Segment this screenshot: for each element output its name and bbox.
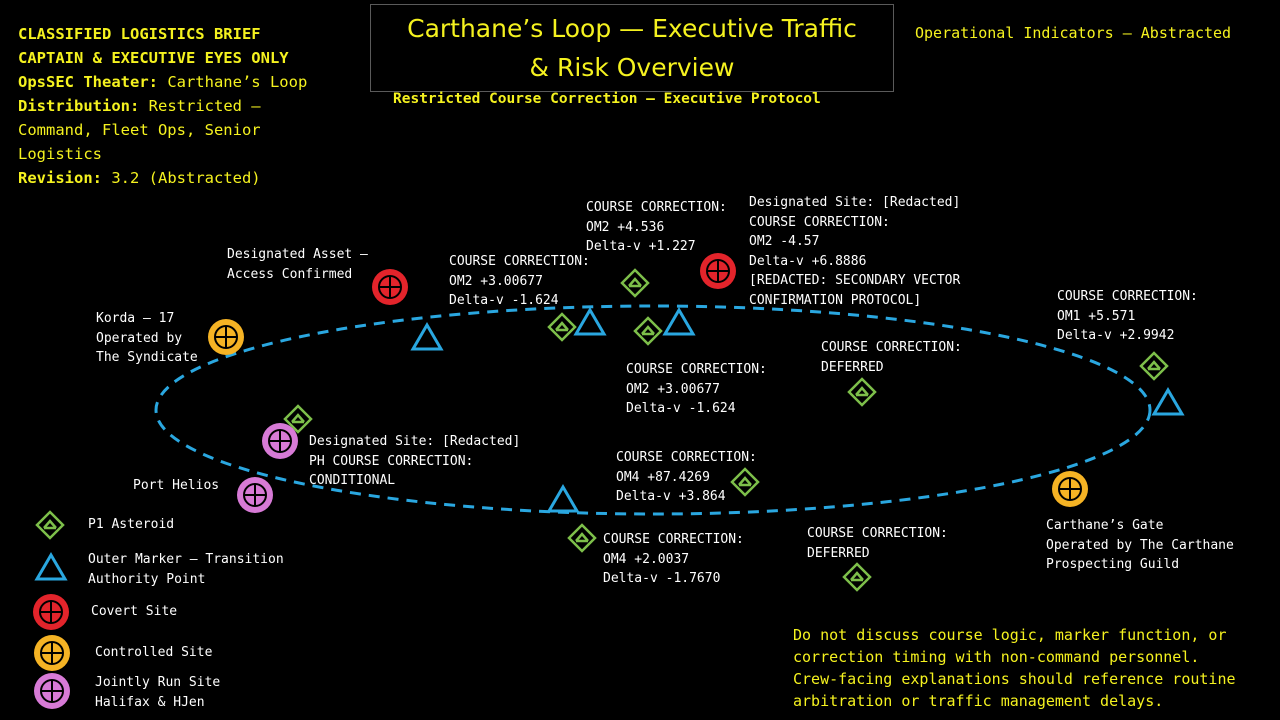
classification-header: CLASSIFIED LOGISTICS BRIEF CAPTAIN & EXE…	[18, 25, 308, 187]
indicators-label: Operational Indicators – Abstracted	[915, 24, 1232, 42]
outer-marker-icon[interactable]	[546, 484, 580, 513]
joint-site-icon[interactable]	[262, 423, 298, 459]
outer-marker-icon[interactable]	[662, 307, 696, 336]
p1-asteroid-icon[interactable]	[547, 312, 577, 342]
covert-site-icon[interactable]	[700, 253, 736, 289]
legend-joint-site-icon	[34, 673, 70, 709]
joint-site-icon[interactable]	[237, 477, 273, 513]
controlled-site-icon[interactable]	[1052, 471, 1088, 507]
legend-controlled-site-icon	[34, 635, 70, 671]
outer-marker-icon[interactable]	[410, 322, 444, 351]
course-correction-deferred-1: COURSE CORRECTION:DEFERRED	[821, 340, 962, 375]
designated-site-left: Designated Site: [Redacted]PH COURSE COR…	[309, 434, 521, 488]
p1-asteroid-icon[interactable]	[847, 377, 877, 407]
course-correction-deferred-2: COURSE CORRECTION:DEFERRED	[807, 526, 948, 561]
p1-asteroid-icon[interactable]	[567, 523, 597, 553]
p1-asteroid-icon[interactable]	[283, 404, 313, 434]
p1-asteroid-icon[interactable]	[842, 562, 872, 592]
controlled-site-icon[interactable]	[208, 319, 244, 355]
page-subtitle: Restricted Course Correction – Executive…	[393, 91, 821, 107]
covert-site-icon[interactable]	[372, 269, 408, 305]
outer-marker-icon[interactable]	[573, 307, 607, 336]
handling-notice: Do not discuss course logic, marker func…	[793, 626, 1236, 710]
legend-p1-label: P1 Asteroid	[88, 517, 175, 532]
legend-covert-label: Covert Site	[91, 604, 178, 619]
p1-asteroid-icon[interactable]	[633, 316, 663, 346]
outer-marker-icon[interactable]	[1151, 387, 1185, 416]
p1-asteroid-icon[interactable]	[730, 467, 760, 497]
page-title: Carthane’s Loop — Executive Traffic & Ri…	[370, 4, 894, 92]
carthanes-loop-orbit	[154, 304, 1152, 516]
designated-asset-label: Designated Asset –Access Confirmed	[227, 247, 368, 282]
legend-covert-site-icon	[33, 594, 69, 630]
port-helios-label: Port Helios	[133, 478, 220, 493]
legend-controlled-label: Controlled Site	[95, 645, 213, 660]
p1-asteroid-icon[interactable]	[1139, 351, 1169, 381]
legend-outer-marker-icon	[34, 552, 68, 581]
p1-asteroid-icon[interactable]	[620, 268, 650, 298]
legend-p1-asteroid-icon	[35, 510, 65, 540]
designated-site-top: Designated Site: [Redacted]COURSE CORREC…	[749, 195, 961, 308]
